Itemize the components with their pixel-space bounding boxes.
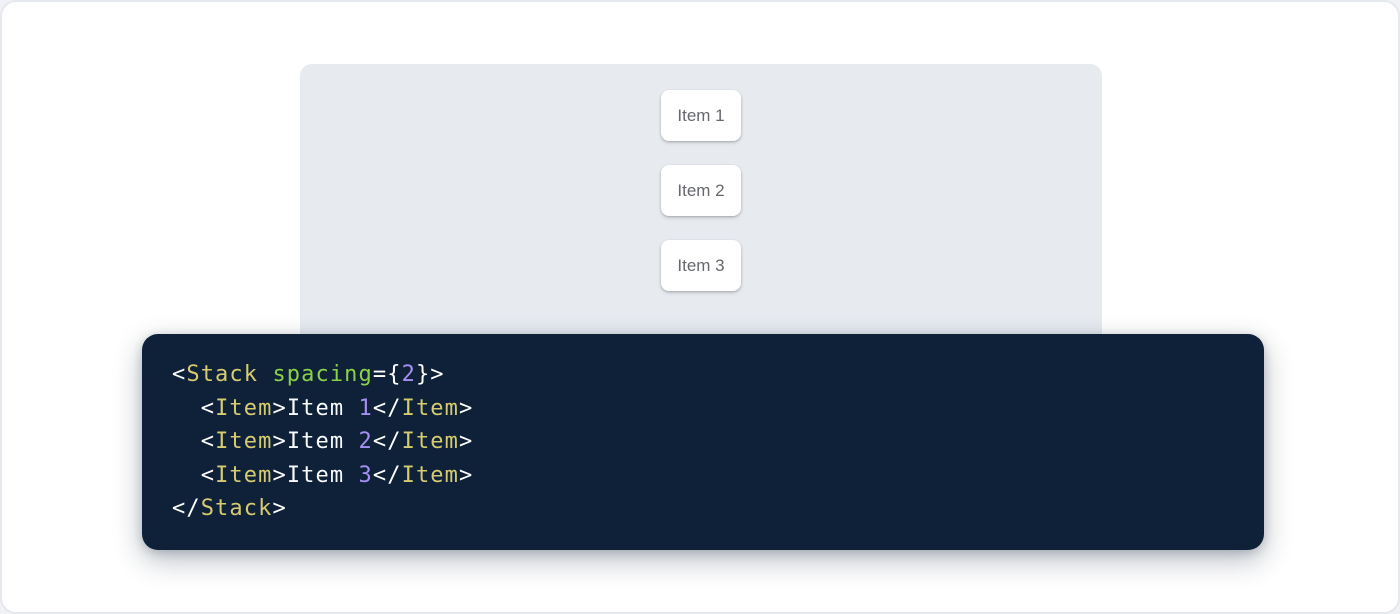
code-snippet: <Stack spacing={2}> <Item>Item 1</Item> …: [172, 358, 1234, 526]
stack-item: Item 3: [661, 240, 741, 291]
component-preview-panel: Item 1 Item 2 Item 3: [300, 64, 1102, 364]
code-line: <Item>Item 2</Item>: [200, 429, 474, 455]
code-line: <Item>Item 3</Item>: [200, 462, 474, 488]
stack-item: Item 2: [661, 165, 741, 216]
code-block: <Stack spacing={2}> <Item>Item 1</Item> …: [142, 334, 1264, 550]
stack-container: Item 1 Item 2 Item 3: [300, 64, 1102, 291]
code-line: <Item>Item 1</Item>: [200, 395, 474, 421]
code-line: </Stack>: [172, 496, 287, 522]
code-line: <Stack spacing={2}>: [172, 362, 445, 387]
stack-item: Item 1: [661, 90, 741, 141]
